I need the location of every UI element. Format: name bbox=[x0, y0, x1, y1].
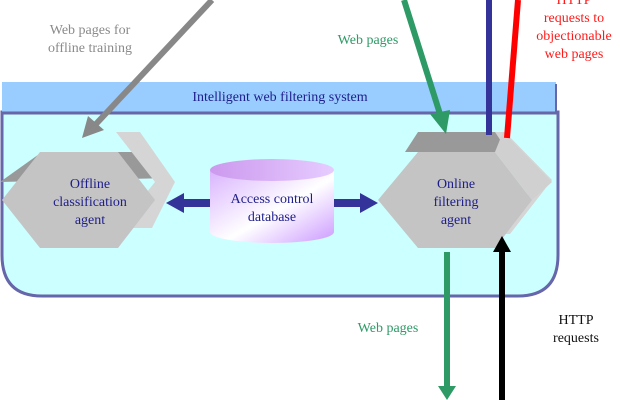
system-title: Intelligent web filtering system bbox=[192, 90, 368, 105]
database-cylinder bbox=[210, 159, 334, 243]
database-line-1: Access control bbox=[230, 192, 314, 207]
web-pages-bottom-label: Web pages bbox=[357, 321, 419, 336]
objectionable-line-4: web pages bbox=[544, 47, 604, 62]
online-agent-hexagon bbox=[378, 132, 552, 248]
http-requests-label: HTTP requests bbox=[536, 312, 616, 348]
system-title-bar bbox=[2, 82, 556, 113]
offline-agent-line-2: classification bbox=[53, 195, 127, 210]
offline-training-line-2: offline training bbox=[47, 41, 133, 56]
arrow-db-to-online bbox=[334, 193, 378, 213]
objectionable-line-1: HTTP bbox=[556, 0, 592, 8]
arrow-http-requests-in bbox=[493, 236, 511, 400]
arrow-web-pages-in bbox=[401, 0, 450, 134]
web-pages-top-label: Web pages bbox=[337, 33, 399, 48]
online-agent-label: Online filtering agent bbox=[396, 176, 516, 230]
online-agent-line-1: Online bbox=[436, 177, 476, 192]
objectionable-requests-label: HTTP requests to objectionable web pages bbox=[522, 0, 620, 64]
offline-agent-label: Offline classification agent bbox=[20, 176, 160, 230]
offline-agent-line-1: Offline bbox=[69, 177, 111, 192]
objectionable-line-2: requests to bbox=[543, 11, 605, 26]
database-line-2: database bbox=[247, 210, 297, 225]
objectionable-line-3: objectionable bbox=[536, 29, 612, 44]
offline-agent-hexagon bbox=[0, 132, 175, 248]
offline-agent-line-3: agent bbox=[74, 213, 106, 228]
arrow-web-pages-out bbox=[438, 252, 456, 400]
http-requests-line-2: requests bbox=[553, 331, 599, 346]
online-agent-line-3: agent bbox=[440, 213, 472, 228]
offline-training-line-1: Web pages for bbox=[49, 23, 131, 38]
http-requests-line-1: HTTP bbox=[558, 313, 594, 328]
database-label: Access control database bbox=[212, 191, 332, 227]
online-agent-line-2: filtering bbox=[433, 195, 479, 210]
arrow-offline-training bbox=[82, 0, 215, 138]
offline-training-label: Web pages for offline training bbox=[30, 22, 150, 58]
arrow-red-objectionable bbox=[504, 0, 521, 139]
arrow-db-to-offline bbox=[166, 193, 210, 213]
